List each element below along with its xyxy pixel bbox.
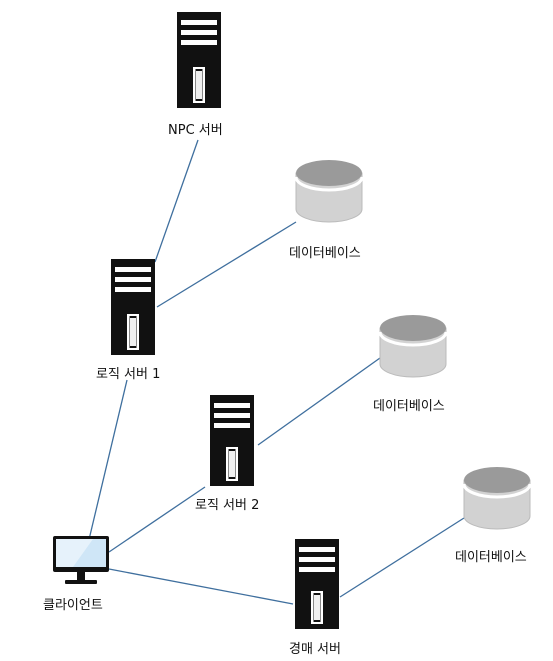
server-tower-icon — [111, 259, 155, 355]
database-1-label: 데이터베이스 — [289, 246, 361, 261]
server-tower-icon — [177, 12, 221, 108]
edge-logic1-to-client — [86, 379, 128, 549]
database-cylinder-icon — [378, 315, 448, 378]
edge-logic2-to-db2 — [257, 357, 381, 446]
database-3-label: 데이터베이스 — [455, 550, 527, 565]
client-label: 클라이언트 — [43, 598, 103, 613]
database-cylinder-icon — [294, 160, 364, 223]
edge-client-to-logic2 — [108, 486, 206, 553]
edge-logic1-to-db1 — [156, 221, 297, 308]
database-2-label: 데이터베이스 — [373, 399, 445, 414]
logic-server-1-label: 로직 서버 1 — [96, 367, 161, 382]
server-tower-icon — [295, 539, 339, 629]
edge-auction-to-db3 — [339, 517, 465, 598]
edge-client-to-auction — [108, 568, 294, 605]
npc-server-label: NPC 서버 — [168, 123, 223, 138]
auction-server-label: 경매 서버 — [289, 642, 341, 657]
connections — [86, 139, 465, 605]
database-cylinder-icon — [462, 467, 532, 530]
monitor-icon — [53, 536, 109, 584]
server-tower-icon — [210, 395, 254, 486]
edge-npc-to-logic1 — [154, 139, 199, 263]
logic-server-2-label: 로직 서버 2 — [195, 498, 260, 513]
